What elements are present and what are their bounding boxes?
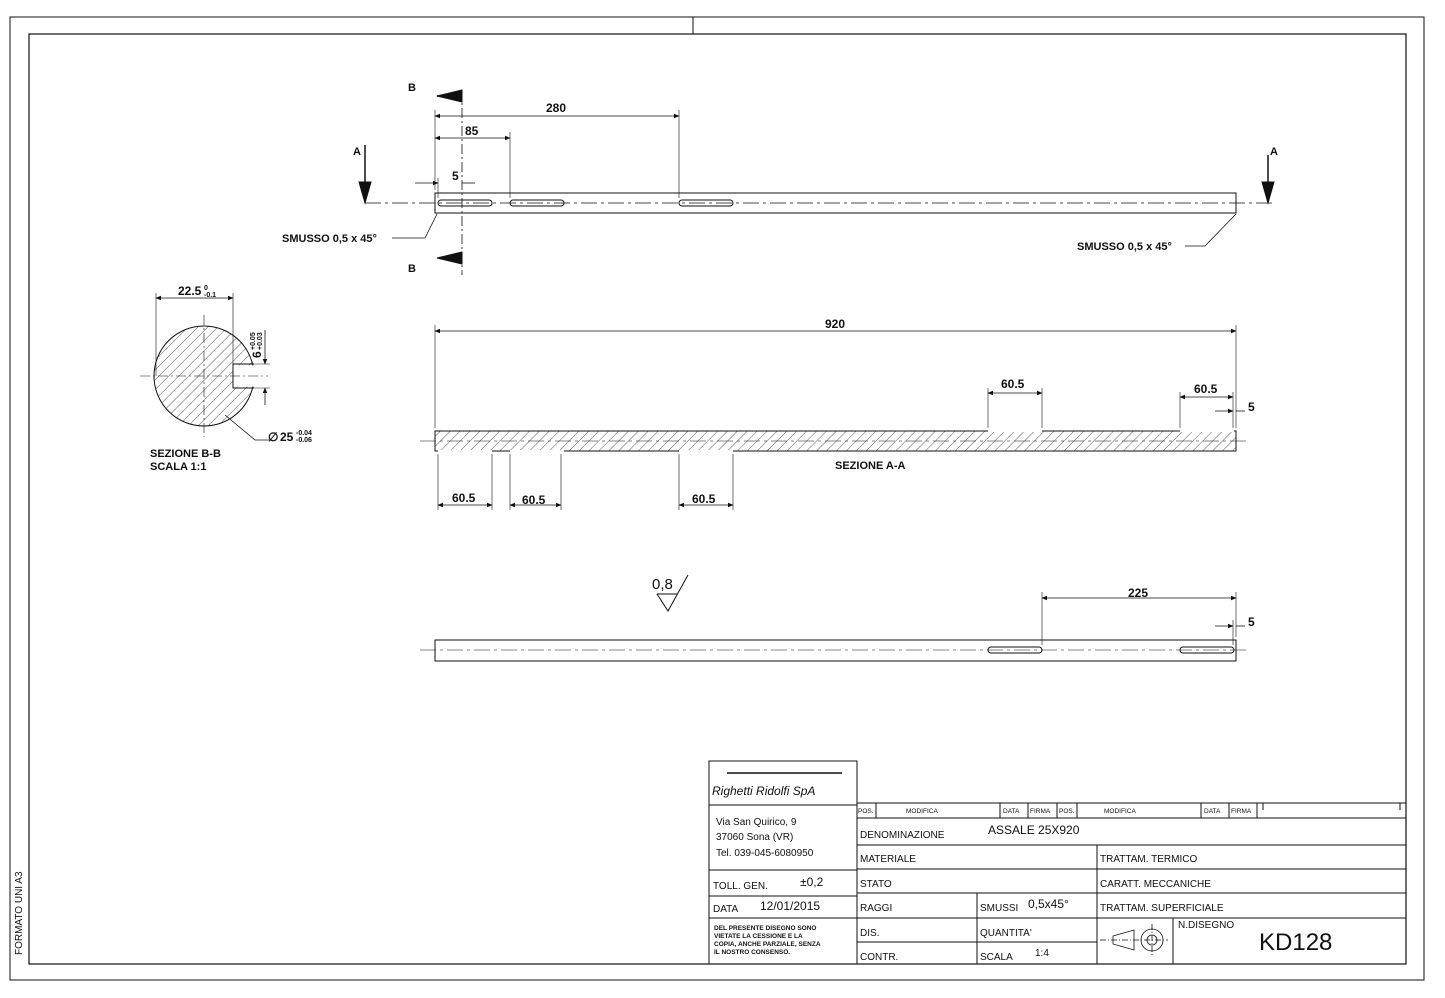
shaft-bottom-body <box>434 639 1237 662</box>
dimension-85: 85 <box>465 124 479 138</box>
keyway-slot <box>987 646 1043 654</box>
section-arrow <box>436 251 463 265</box>
company-address: 37060 Sona (VR) <box>716 832 793 843</box>
rev-header: DATA <box>1204 808 1221 815</box>
diameter-symbol: ∅ <box>268 430 278 444</box>
disclaimer: IL NOSTRO CONSENSO. <box>714 949 790 956</box>
section-aa-view <box>420 325 1250 510</box>
dimension-60-5: 60.5 <box>522 493 546 507</box>
keyway-slot <box>437 199 493 207</box>
dimension-60-5: 60.5 <box>692 492 716 506</box>
dimension-60-5: 60.5 <box>1001 377 1025 391</box>
dimension-5: 5 <box>452 169 459 183</box>
dimension-5: 5 <box>1248 615 1255 629</box>
smussi-label: SMUSSI <box>980 903 1018 914</box>
section-label-b: B <box>408 82 416 94</box>
keyway-slot <box>1179 646 1235 654</box>
key-tol-upper: +0.05 <box>250 332 257 350</box>
disclaimer: VIETATE LA CESSIONE E LA <box>714 933 803 940</box>
roughness-symbol <box>656 574 689 612</box>
disclaimer: DEL PRESENTE DISEGNO SONO <box>714 925 816 932</box>
trattam-termico-label: TRATTAM. TERMICO <box>1100 854 1197 865</box>
date-label: DATA <box>713 904 739 915</box>
scala-value: 1:4 <box>1035 948 1049 959</box>
dimension-225: 225 <box>1128 586 1148 600</box>
rev-header: DATA <box>1003 808 1020 815</box>
top-view <box>358 89 1275 275</box>
rev-header: FIRMA <box>1231 808 1252 815</box>
materiale-label: MATERIALE <box>860 854 916 865</box>
section-label-b: B <box>408 263 416 275</box>
dis-label: DIS. <box>860 928 879 939</box>
dimension-920: 920 <box>825 317 845 331</box>
smussi-value: 0,5x45° <box>1028 897 1069 911</box>
key-tol-lower: +0.03 <box>257 332 264 350</box>
dimension-280: 280 <box>546 101 566 115</box>
section-bb-view <box>140 293 270 441</box>
company-phone: Tel. 039-045-6080950 <box>716 848 814 859</box>
projection-symbol <box>1100 924 1168 956</box>
scala-label: SCALA <box>980 952 1013 963</box>
rev-header: MODIFICA <box>1104 808 1136 815</box>
keyway-slot <box>509 199 565 207</box>
raggi-label: RAGGI <box>860 903 892 914</box>
diameter-tol-upper: -0.04 <box>296 430 312 437</box>
company-name: Righetti Ridolfi SpA <box>712 784 815 798</box>
dimension-5: 5 <box>1248 400 1255 414</box>
tolerance-value: ±0,2 <box>800 875 824 889</box>
key-dimension: 6 <box>250 351 264 358</box>
rev-header: MODIFICA <box>906 808 938 815</box>
chamfer-note: SMUSSO 0,5 x 45° <box>1077 241 1172 253</box>
rev-header: FIRMA <box>1030 808 1051 815</box>
denominazione-value: ASSALE 25X920 <box>988 823 1080 837</box>
section-arrow <box>1261 181 1275 205</box>
roughness-value: 0,8 <box>652 576 673 593</box>
section-label-a: A <box>1270 146 1278 158</box>
width-dimension: 22.5 <box>178 284 202 298</box>
title-block <box>708 760 1406 965</box>
keyway-slot <box>678 199 734 207</box>
company-address: Via San Quirico, 9 <box>716 817 797 828</box>
section-scale: SCALA 1:1 <box>150 461 206 473</box>
trattam-superficiale-label: TRATTAM. SUPERFICIALE <box>1100 903 1224 914</box>
diameter-tol-lower: -0.06 <box>296 437 312 444</box>
stato-label: STATO <box>860 879 892 890</box>
date-value: 12/01/2015 <box>760 899 820 913</box>
width-tol-upper: 0 <box>204 285 208 292</box>
rev-header: POS. <box>858 808 874 815</box>
width-tol-lower: -0.1 <box>204 292 216 299</box>
contr-label: CONTR. <box>860 952 898 963</box>
dimension-60-5: 60.5 <box>1194 382 1218 396</box>
diameter-value: 25 <box>280 430 294 444</box>
section-label-a: A <box>353 146 361 158</box>
quantita-label: QUANTITA' <box>980 928 1032 939</box>
chamfer-note: SMUSSO 0,5 x 45° <box>282 233 377 245</box>
rev-header: POS. <box>1059 808 1075 815</box>
drawing-number: KD128 <box>1259 929 1332 956</box>
dimension-60-5: 60.5 <box>452 491 476 505</box>
section-title: SEZIONE B-B <box>150 448 221 460</box>
disclaimer: COPIA, ANCHE PARZIALE, SENZA <box>714 941 821 948</box>
section-arrow <box>358 181 372 205</box>
format-label: FORMATO UNI A3 <box>14 871 25 955</box>
section-title: SEZIONE A-A <box>835 460 906 472</box>
ndisegno-label: N.DISEGNO <box>1178 920 1234 931</box>
tolerance-label: TOLL. GEN. <box>713 881 768 892</box>
bottom-view <box>420 574 1250 662</box>
caratt-label: CARATT. MECCANICHE <box>1100 879 1211 890</box>
denominazione-label: DENOMINAZIONE <box>860 830 945 841</box>
